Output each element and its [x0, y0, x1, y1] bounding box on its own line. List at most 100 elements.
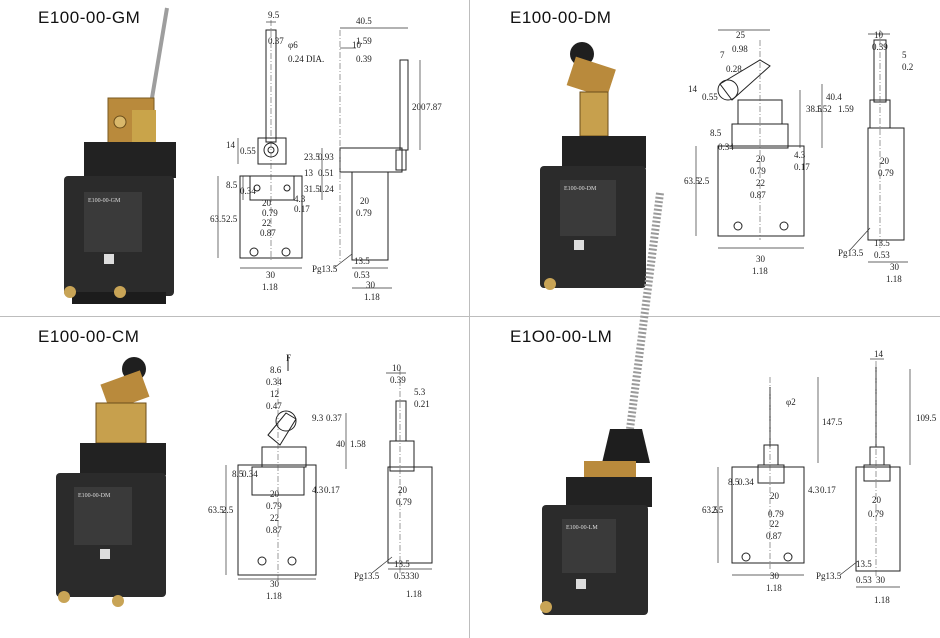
- dim: 1.52: [816, 104, 832, 114]
- dim: 30: [770, 571, 780, 581]
- dim: 0.39: [390, 375, 406, 385]
- side-view: [371, 369, 433, 574]
- dim: 0.79: [262, 208, 278, 218]
- dim: 1.59: [356, 36, 372, 46]
- dim: 13.5: [354, 256, 370, 266]
- body-label: E100-00-DM: [78, 493, 111, 499]
- dim: 0.21: [414, 399, 430, 409]
- dim: 30: [270, 579, 280, 589]
- dim: 5.3: [414, 387, 426, 397]
- dim: 8.5: [232, 469, 244, 479]
- dim: 1.18: [766, 583, 782, 593]
- dim: 0.47: [266, 401, 282, 411]
- body-label: E100-00-LM: [566, 525, 598, 531]
- dim: 13: [304, 168, 314, 178]
- dim: 10: [352, 40, 362, 50]
- dim: 0.53: [874, 250, 890, 260]
- dim: 1.18: [752, 266, 768, 276]
- dim: 9.5: [268, 10, 280, 20]
- dim: 1.18: [364, 292, 380, 302]
- dim: 20: [398, 485, 408, 495]
- dim: 31.5: [304, 184, 320, 194]
- dim: 20: [262, 198, 272, 208]
- dim: 0.87: [750, 190, 766, 200]
- body-label: E100-00-DM: [564, 186, 597, 192]
- dim: 200: [412, 102, 426, 112]
- dim: 40.5: [356, 16, 372, 26]
- dim: 0.79: [868, 509, 884, 519]
- dim: 20: [872, 495, 882, 505]
- dim: 8.5: [226, 180, 238, 190]
- dim: 0.53: [354, 270, 370, 280]
- dim: 22: [770, 519, 779, 529]
- dim: F: [286, 353, 291, 363]
- dim: 7: [720, 50, 725, 60]
- dim: 12: [270, 389, 279, 399]
- dim: 2.5: [698, 176, 710, 186]
- dim: 0.51: [318, 168, 334, 178]
- dm-drawing: E100-00-DM 25 0.98 7 0.28 14 0.55 38.5 1…: [540, 29, 913, 290]
- dim: Pg13.5: [312, 264, 338, 274]
- dim: 9.3: [312, 413, 324, 423]
- dim: 22: [262, 218, 271, 228]
- dim: 109.5: [916, 413, 937, 423]
- dim: 0.39: [356, 54, 372, 64]
- dim: 20: [756, 154, 766, 164]
- dim: 63.5: [208, 505, 224, 515]
- dim: 4.3: [794, 150, 806, 160]
- dim: 30: [876, 575, 886, 585]
- panel-title: E100-00-CM: [38, 327, 140, 346]
- dim: 0.79: [396, 497, 412, 507]
- panel-cm: E100-00-CM E100-00-DM: [0, 317, 469, 638]
- dim: 1.18: [406, 589, 422, 599]
- dim: φ6: [288, 40, 298, 50]
- dim: 1.18: [266, 591, 282, 601]
- dim: 13.5: [874, 238, 890, 248]
- dim: 14: [874, 349, 884, 359]
- front-view: [225, 355, 347, 581]
- dim: Pg13.5: [816, 571, 842, 581]
- dim: 20: [270, 489, 280, 499]
- gm-drawing: E100-00-GM 9.5 0.37 φ6 0.24 DIA. 14 0: [64, 7, 442, 304]
- dim: 4.3: [312, 485, 324, 495]
- dim: 0.17: [794, 162, 810, 172]
- dim: 1.59: [838, 104, 854, 114]
- dim: 0.34: [738, 477, 754, 487]
- dim: 4.3: [294, 194, 306, 204]
- panel-title: E100-00-DM: [510, 8, 612, 27]
- panel-title: E1O0-00-LM: [510, 327, 613, 346]
- switch-photo: E100-00-DM: [540, 42, 646, 290]
- dim: 0.37: [268, 36, 284, 46]
- dim: 14: [226, 140, 236, 150]
- dim: 0.34: [242, 469, 258, 479]
- panel-title: E100-00-GM: [38, 8, 141, 27]
- dim: φ2: [786, 397, 796, 407]
- dim: 25: [736, 30, 746, 40]
- dim: 20: [770, 491, 780, 501]
- dim: 1.18: [262, 282, 278, 292]
- dim: 0.53: [394, 571, 410, 581]
- dim: 8.5: [728, 477, 740, 487]
- dim: 0.17: [324, 485, 340, 495]
- cm-drawing: E100-00-DM F 8.6 0.34 12 0.47 9.3 0.37 4…: [56, 353, 433, 607]
- dim: 0.2: [902, 62, 913, 72]
- dim: Pg13.5: [838, 248, 864, 258]
- dim: 22: [270, 513, 279, 523]
- dim: 63.5: [210, 214, 226, 224]
- dim: 20: [360, 196, 370, 206]
- switch-photo: E100-00-GM: [64, 7, 176, 304]
- dim: 0.93: [318, 152, 334, 162]
- dim: 63.5: [702, 505, 718, 515]
- dim: 13.5: [856, 559, 872, 569]
- dim: 0.87: [260, 228, 276, 238]
- dim: 0.79: [768, 509, 784, 519]
- dim: 2.5: [222, 505, 234, 515]
- dim: 0.87: [766, 531, 782, 541]
- dim: 20: [880, 156, 890, 166]
- dim: 1.58: [350, 439, 366, 449]
- gm-front-view: [217, 20, 303, 269]
- switch-photo: E100-00-LM: [540, 192, 664, 615]
- gm-side-view: [321, 27, 421, 289]
- dim: 0.55: [240, 146, 256, 156]
- divider-horizontal: [0, 316, 940, 317]
